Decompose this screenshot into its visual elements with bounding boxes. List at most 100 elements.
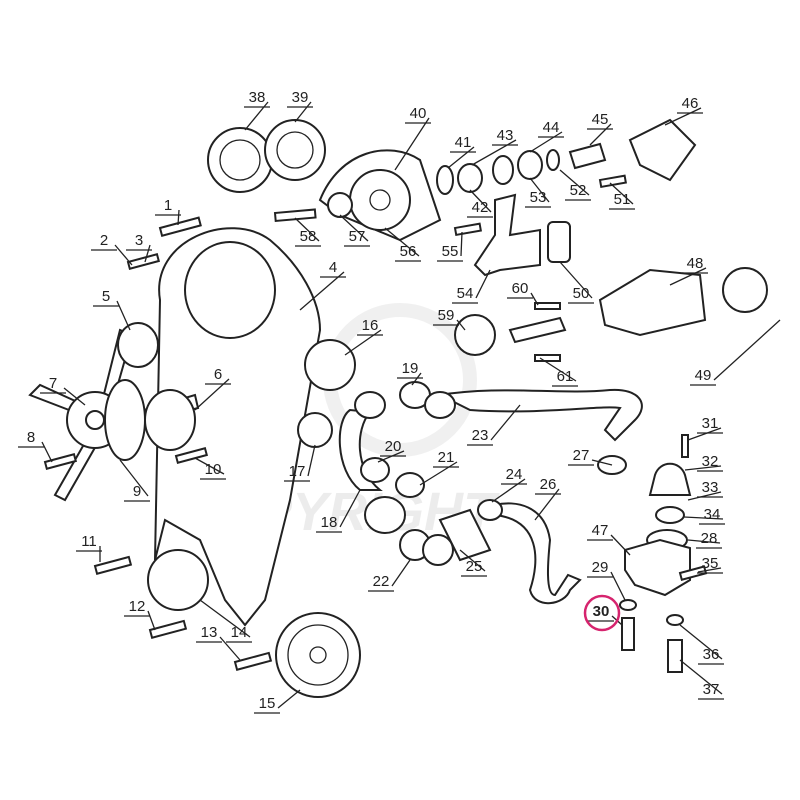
leader-line — [529, 131, 563, 153]
part-label-2[interactable]: 2 — [91, 232, 133, 266]
part-label-28[interactable]: 28 — [687, 530, 722, 549]
leader-line — [475, 269, 491, 299]
part-label-11[interactable]: 11 — [76, 533, 102, 562]
part-label-17[interactable]: 17 — [284, 444, 316, 482]
part-label-32[interactable]: 32 — [684, 453, 723, 472]
part-label-49[interactable]: 49 — [690, 319, 781, 386]
part-number: 58 — [300, 228, 317, 245]
part-label-13[interactable]: 13 — [196, 624, 241, 661]
leader-line — [697, 567, 722, 573]
part-number: 14 — [231, 624, 248, 641]
part-label-20[interactable]: 20 — [377, 438, 406, 463]
leader-line — [419, 461, 458, 486]
part-label-48[interactable]: 48 — [669, 255, 708, 286]
part-label-42[interactable]: 42 — [467, 189, 493, 218]
hose-26 — [494, 502, 582, 605]
part-label-19[interactable]: 19 — [397, 360, 423, 386]
part-label-29[interactable]: 29 — [587, 559, 626, 601]
leader-line — [539, 357, 577, 382]
part-label-46[interactable]: 46 — [664, 95, 703, 126]
part-number: 11 — [81, 533, 97, 550]
part-label-47[interactable]: 47 — [587, 522, 631, 556]
part-number: 17 — [289, 463, 306, 480]
part-label-44[interactable]: 44 — [529, 119, 564, 153]
part-number: 50 — [573, 285, 590, 302]
part-label-10[interactable]: 10 — [194, 457, 226, 480]
leader-line — [683, 516, 724, 520]
part-label-3[interactable]: 3 — [126, 232, 152, 263]
part-label-15[interactable]: 15 — [254, 689, 301, 714]
part-label-22[interactable]: 22 — [368, 559, 411, 592]
part-label-21[interactable]: 21 — [419, 449, 459, 486]
part-number: 13 — [201, 624, 218, 641]
part-label-52[interactable]: 52 — [559, 169, 591, 201]
part-label-26[interactable]: 26 — [534, 476, 561, 521]
part-number: 57 — [349, 228, 366, 245]
part-label-7[interactable]: 7 — [40, 375, 86, 406]
leader-line — [610, 571, 626, 601]
part-label-6[interactable]: 6 — [194, 366, 231, 411]
part-label-54[interactable]: 54 — [452, 269, 491, 304]
part-label-58[interactable]: 58 — [294, 217, 321, 247]
leader-line — [194, 457, 225, 475]
leader-line — [459, 549, 486, 572]
part-label-61[interactable]: 61 — [539, 357, 578, 387]
part-label-57[interactable]: 57 — [339, 214, 370, 247]
highlight-circle — [583, 594, 621, 632]
part-label-23[interactable]: 23 — [467, 404, 521, 446]
part-label-34[interactable]: 34 — [683, 506, 725, 525]
part-label-59[interactable]: 59 — [433, 307, 466, 331]
part-label-5[interactable]: 5 — [93, 288, 131, 331]
part-label-8[interactable]: 8 — [18, 429, 53, 463]
part-label-60[interactable]: 60 — [507, 280, 539, 306]
part-number: 47 — [592, 522, 609, 539]
part-label-51[interactable]: 51 — [609, 182, 635, 210]
part-label-16[interactable]: 16 — [344, 317, 383, 356]
part-label-36[interactable]: 36 — [679, 624, 724, 665]
leader-line — [684, 465, 722, 471]
leader-line — [219, 636, 241, 661]
bolts — [43, 174, 708, 671]
leader-line — [529, 177, 550, 203]
part-label-31[interactable]: 31 — [687, 415, 723, 441]
part-label-45[interactable]: 45 — [587, 111, 613, 146]
part-label-39[interactable]: 39 — [287, 89, 313, 123]
part-label-12[interactable]: 12 — [124, 598, 156, 631]
part-label-41[interactable]: 41 — [447, 134, 476, 169]
leader-line — [679, 659, 723, 695]
part-label-37[interactable]: 37 — [679, 659, 724, 700]
part-label-35[interactable]: 35 — [697, 555, 723, 574]
part-label-55[interactable]: 55 — [437, 231, 463, 262]
part-label-9[interactable]: 9 — [119, 459, 150, 502]
part-number: 3 — [135, 232, 143, 249]
part-label-38[interactable]: 38 — [244, 89, 270, 131]
part-label-40[interactable]: 40 — [394, 105, 431, 171]
part-label-27[interactable]: 27 — [568, 447, 613, 466]
part-number: 28 — [701, 530, 718, 547]
leader-line — [469, 189, 492, 213]
part-number: 7 — [49, 375, 57, 392]
part-label-25[interactable]: 25 — [459, 549, 487, 577]
part-number: 55 — [442, 243, 459, 260]
part-number: 39 — [292, 89, 309, 106]
gasket-50 — [547, 221, 571, 263]
leader-line — [391, 559, 411, 587]
part-label-56[interactable]: 56 — [384, 227, 421, 262]
part-label-14[interactable]: 14 — [199, 599, 252, 643]
part-label-43[interactable]: 43 — [471, 127, 518, 166]
part-number: 25 — [466, 558, 483, 575]
part-label-4[interactable]: 4 — [299, 259, 346, 311]
leader-line — [664, 107, 702, 126]
part-number: 16 — [362, 317, 379, 334]
spacer-5 — [117, 322, 159, 368]
part-number: 43 — [497, 127, 514, 144]
part-label-50[interactable]: 50 — [559, 261, 594, 304]
part-number: 12 — [129, 598, 146, 615]
part-label-1[interactable]: 1 — [155, 197, 181, 226]
part-label-24[interactable]: 24 — [491, 466, 527, 503]
part-label-18[interactable]: 18 — [316, 489, 361, 533]
part-number: 45 — [592, 111, 609, 128]
part-number: 35 — [702, 555, 719, 572]
part-label-53[interactable]: 53 — [525, 177, 551, 208]
part-label-33[interactable]: 33 — [687, 479, 723, 501]
